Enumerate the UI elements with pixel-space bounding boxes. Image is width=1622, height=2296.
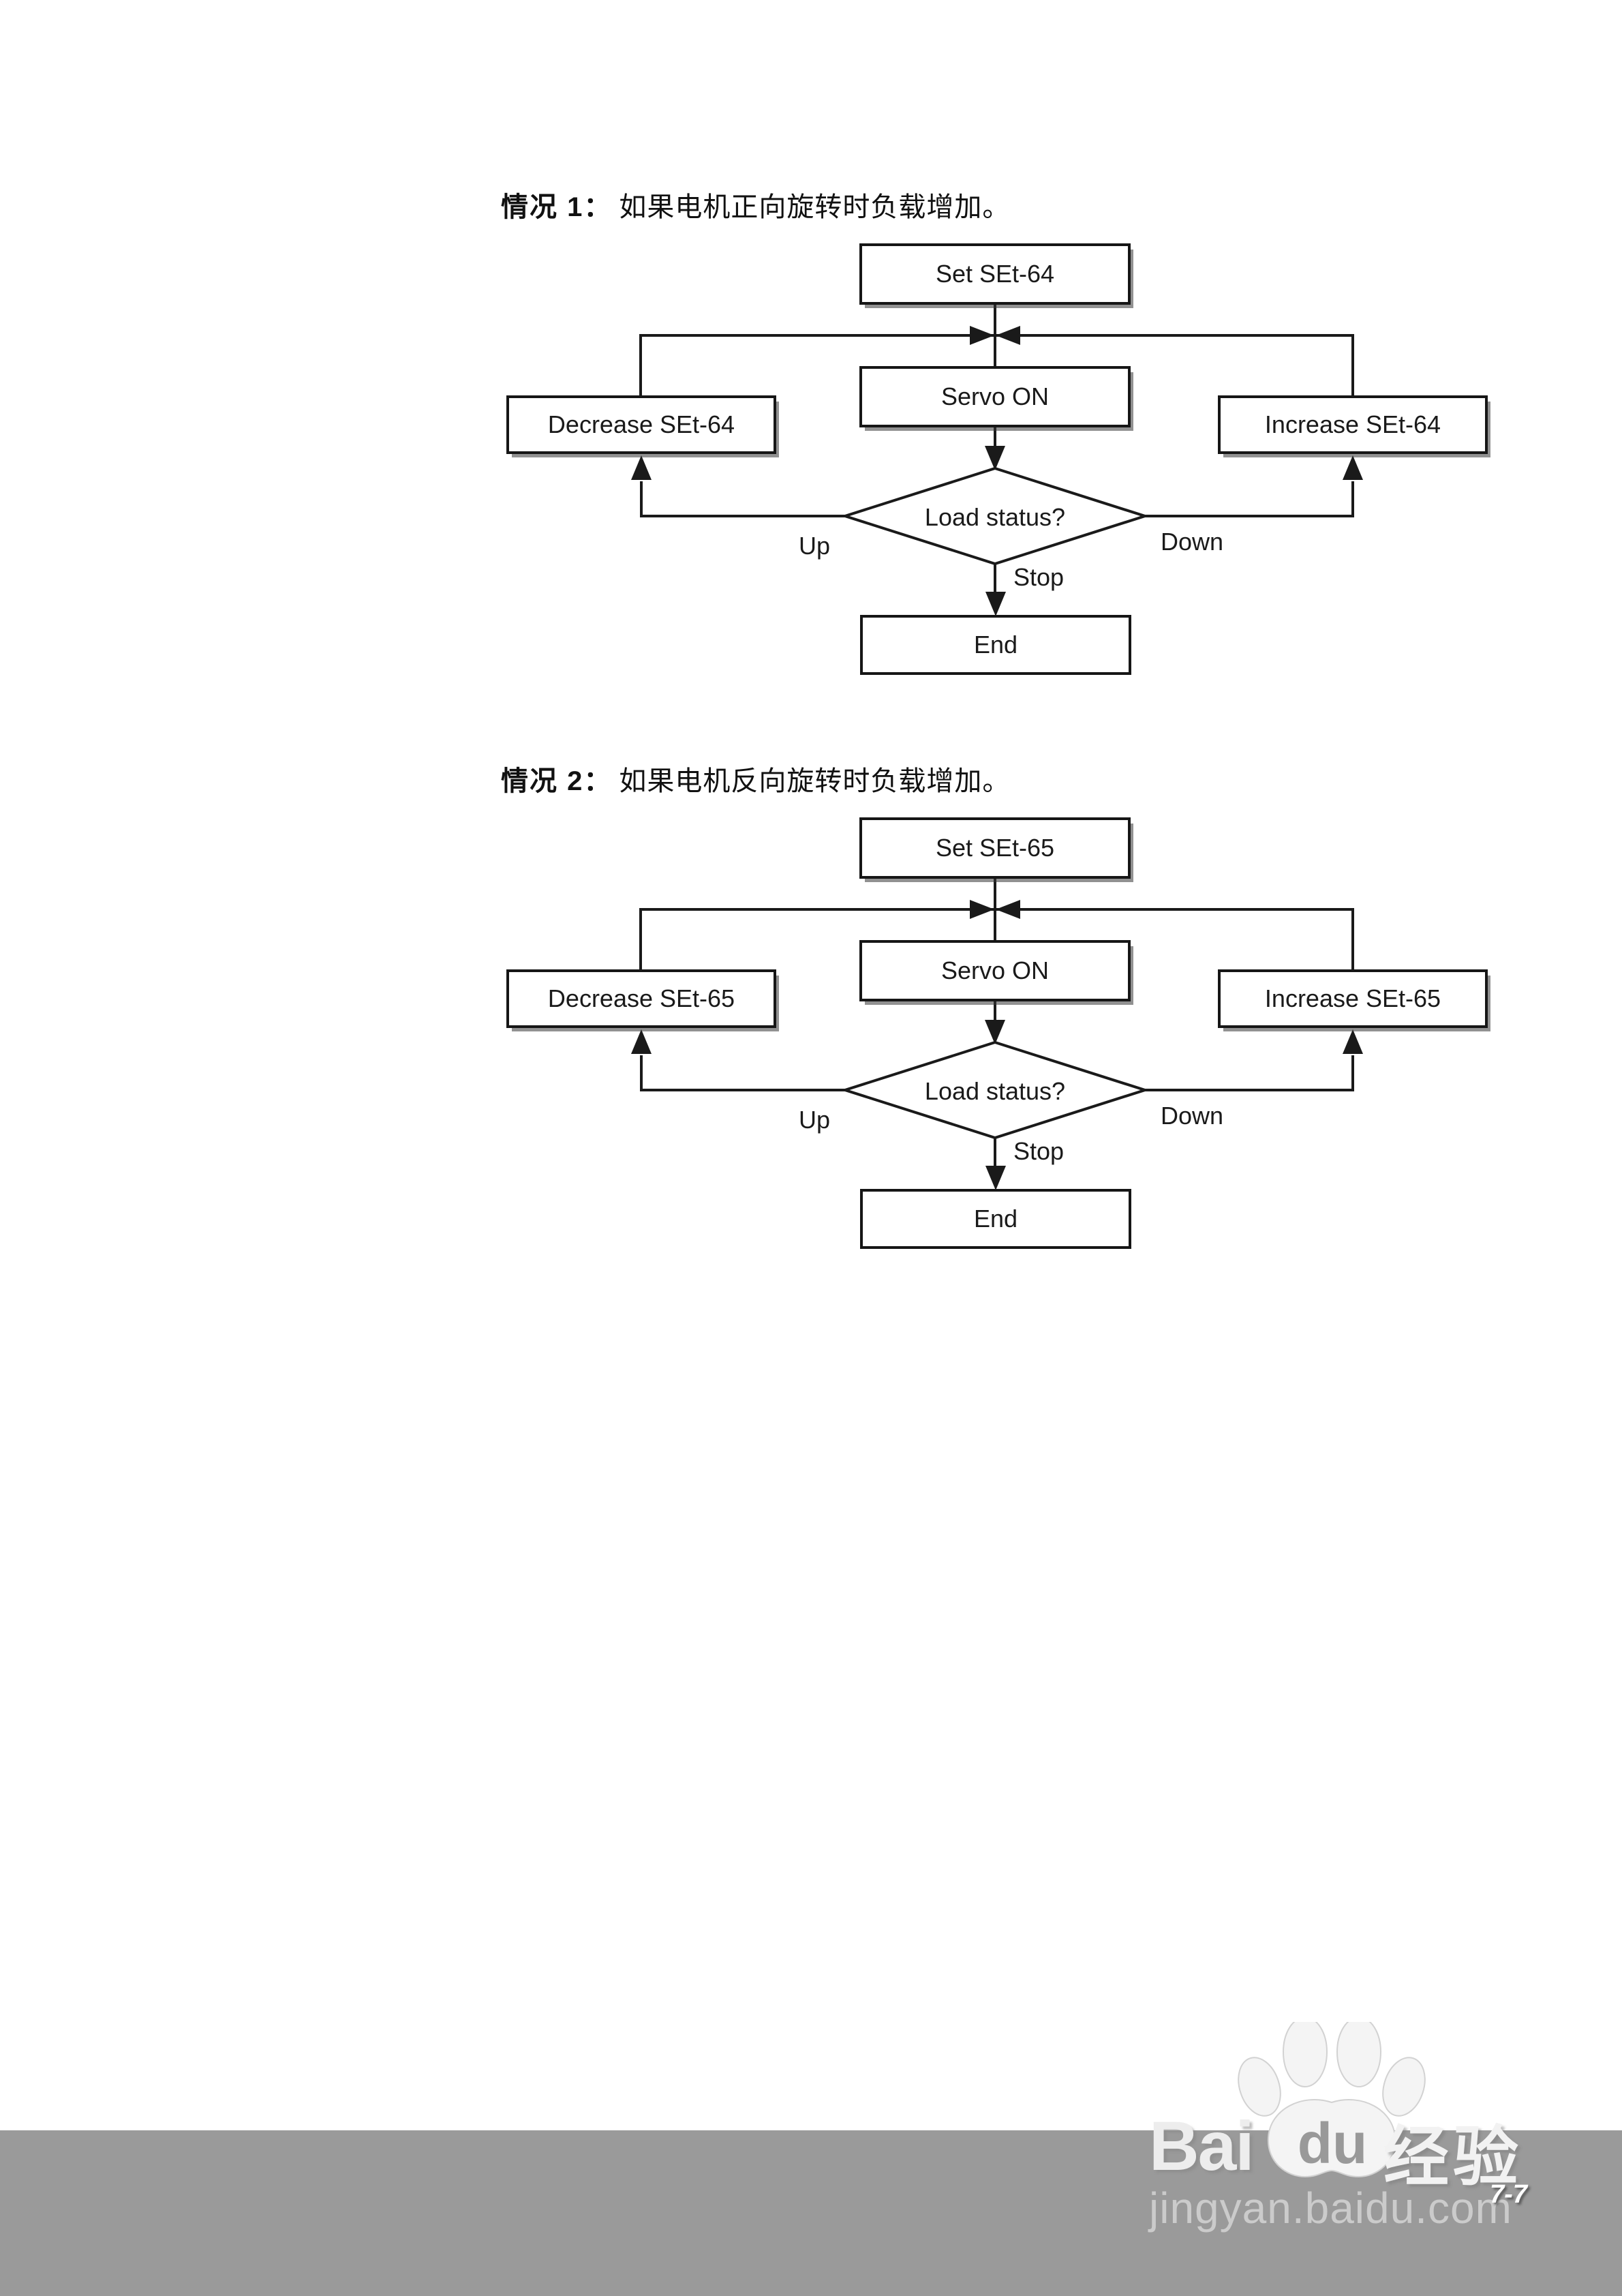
node-increase-label: Increase SEt-64	[1264, 410, 1441, 438]
case-2-heading-body: 如果电机反向旋转时负载增加。	[619, 766, 1011, 797]
arrowhead-into-increase	[1343, 455, 1363, 480]
case-1-heading-body: 如果电机正向旋转时负载增加。	[619, 192, 1011, 223]
node-set-label: Set SEt-64	[935, 260, 1055, 288]
merge-arrowhead-left	[970, 326, 994, 345]
node-set: Set SEt-65	[859, 817, 1131, 879]
node-servo-label: Servo ON	[940, 956, 1050, 984]
node-decrease-label: Decrease SEt-64	[547, 410, 735, 438]
flowchart-2: Set SEt-65 Servo ON Decrease SEt-65 Incr…	[474, 814, 1496, 1254]
node-set: Set SEt-64	[859, 243, 1131, 305]
case-1-section: 情况 1：如果电机正向旋转时负载增加。 Set SEt-64 Ser	[0, 192, 1622, 873]
flowchart-1-lines	[631, 305, 1363, 616]
decision-diamond-shape	[840, 466, 1150, 566]
watermark-du-text: du	[1297, 2111, 1368, 2175]
node-servo-label: Servo ON	[940, 382, 1050, 410]
case-1-heading-prefix: 情况 1：	[501, 192, 613, 222]
decision-label: Load status?	[924, 503, 1066, 531]
flowchart-1: Set SEt-64 Servo ON Decrease SEt-64 Incr…	[474, 240, 1496, 680]
node-end: End	[860, 615, 1131, 675]
node-increase-label: Increase SEt-65	[1264, 984, 1441, 1012]
paw-toe	[1283, 2022, 1328, 2087]
connector-decision-up	[640, 481, 845, 517]
paw-palm	[1267, 2099, 1396, 2178]
watermark-jingyan-cn-text: 经验	[1383, 2121, 1522, 2194]
merge-arrowhead-left	[970, 900, 994, 919]
branch-label-down: Down	[1161, 1102, 1224, 1130]
node-decrease: Decrease SEt-65	[506, 969, 776, 1028]
flowchart-2-lines	[631, 879, 1363, 1190]
arrowhead-into-decrease	[631, 455, 652, 480]
node-end: End	[860, 1189, 1131, 1249]
node-end-label: End	[973, 631, 1018, 659]
arrowhead-into-decision	[985, 446, 1005, 470]
paw-toe	[1382, 2057, 1426, 2117]
branch-label-up: Up	[798, 532, 831, 560]
arrowhead-into-end	[985, 592, 1006, 616]
branch-label-stop: Stop	[1013, 1137, 1065, 1165]
arrowhead-into-decrease	[631, 1029, 652, 1054]
case-2-heading-prefix: 情况 2：	[501, 766, 613, 796]
connector-decision-down	[1145, 481, 1354, 517]
watermark-bai-text: Bai	[1149, 2107, 1255, 2185]
node-end-label: End	[973, 1205, 1018, 1233]
branch-label-up: Up	[798, 1106, 831, 1134]
baidu-paw-icon	[1238, 2022, 1426, 2178]
node-decrease: Decrease SEt-64	[506, 395, 776, 454]
node-increase: Increase SEt-65	[1218, 969, 1488, 1028]
node-increase: Increase SEt-64	[1218, 395, 1488, 454]
arrowhead-into-decision	[985, 1020, 1005, 1044]
merge-arrowhead-right	[996, 900, 1020, 919]
node-servo-on: Servo ON	[859, 940, 1131, 1001]
case-2-heading: 情况 2：如果电机反向旋转时负载增加。	[501, 766, 1010, 797]
connector-decision-down	[1145, 1055, 1354, 1091]
decision-label: Load status?	[924, 1077, 1066, 1105]
connector-decision-up	[640, 1055, 845, 1091]
watermark-site-url: jingyan.baidu.com	[1149, 2184, 1512, 2233]
case-1-heading: 情况 1：如果电机正向旋转时负载增加。	[501, 192, 1010, 223]
branch-label-down: Down	[1161, 528, 1224, 556]
node-set-label: Set SEt-65	[935, 834, 1055, 862]
arrowhead-into-end	[985, 1166, 1006, 1190]
decision-diamond-shape	[840, 1040, 1150, 1140]
paw-toe	[1336, 2022, 1381, 2087]
arrowhead-into-increase	[1343, 1029, 1363, 1054]
node-decrease-label: Decrease SEt-65	[547, 984, 735, 1012]
merge-arrowhead-right	[996, 326, 1020, 345]
paw-toe	[1238, 2057, 1281, 2117]
page-number: 7-7	[1490, 2180, 1527, 2209]
node-servo-on: Servo ON	[859, 366, 1131, 427]
branch-label-stop: Stop	[1013, 563, 1065, 591]
case-2-section: 情况 2：如果电机反向旋转时负载增加。 Set SEt-65 Ser	[0, 766, 1622, 1447]
